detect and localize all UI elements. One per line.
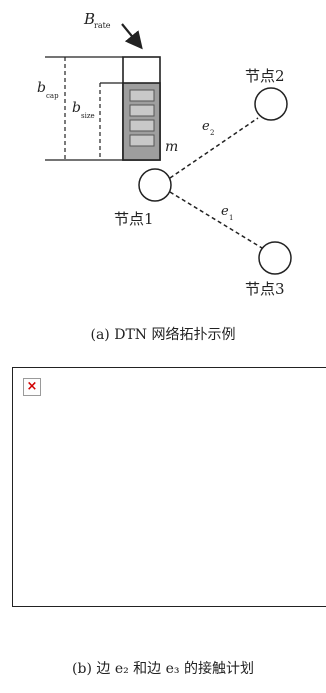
b-cap-label: b cap	[37, 80, 59, 100]
dtn-topology-diagram: B rate b cap b size m e 2 e 1	[37, 10, 292, 298]
svg-text:b: b	[72, 100, 81, 116]
buffer-queue	[122, 56, 161, 161]
svg-text:1: 1	[229, 214, 233, 222]
svg-text:2: 2	[210, 129, 214, 137]
svg-text:cap: cap	[46, 92, 59, 100]
node-1-label: 节点1	[114, 210, 154, 228]
buffer-slot	[129, 104, 155, 117]
m-label: m	[165, 139, 178, 155]
b-size-dimension	[99, 82, 123, 160]
node-2-circle	[254, 87, 288, 121]
node-3-circle	[258, 241, 292, 275]
buffer-slot	[129, 119, 155, 132]
svg-text:e: e	[202, 119, 210, 134]
buffer-slot	[129, 89, 155, 102]
node-2-label: 节点2	[245, 67, 285, 85]
svg-text:size: size	[81, 112, 95, 120]
b-size-label: b size	[72, 100, 95, 120]
contact-plan-frame: ×	[12, 367, 326, 607]
b-rate-label: B rate	[83, 10, 111, 30]
caption-b: (b) 边 e₂ 和边 e₃ 的接触计划	[72, 661, 254, 677]
edge-e1	[169, 191, 263, 249]
svg-text:e: e	[221, 204, 229, 219]
edge-e1-label: e 1	[221, 204, 233, 222]
b-rate-arrow	[121, 23, 143, 50]
svg-text:rate: rate	[94, 21, 111, 30]
broken-image-icon: ×	[23, 378, 41, 396]
caption-a: (a) DTN 网络拓扑示例	[90, 327, 236, 343]
b-cap-dimension	[45, 56, 123, 161]
edge-e2	[169, 117, 259, 179]
node-1-circle	[138, 168, 172, 202]
node-3-label: 节点3	[245, 280, 285, 298]
edge-e2-label: e 2	[202, 119, 214, 137]
buffer-slot	[129, 134, 155, 147]
svg-text:B: B	[83, 10, 95, 28]
svg-text:b: b	[37, 80, 46, 96]
